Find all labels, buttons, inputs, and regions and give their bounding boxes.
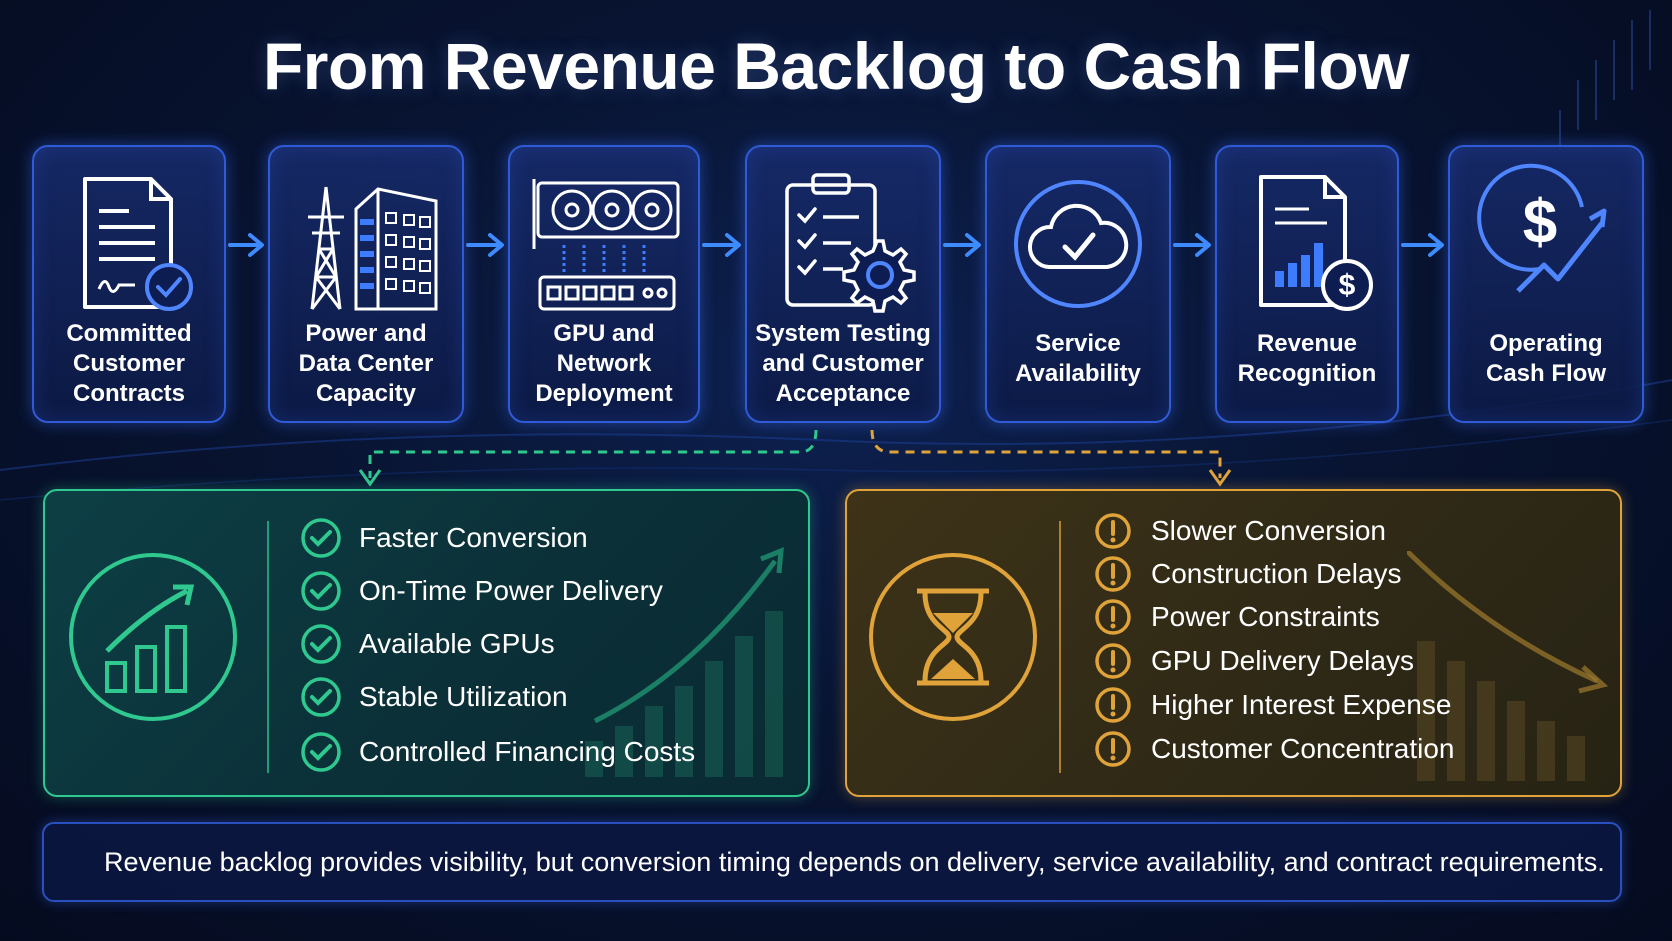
check-circle-icon	[301, 732, 341, 772]
growth-chart-icon	[69, 553, 237, 721]
dollar-growth-icon: $	[1477, 163, 1607, 293]
slower-item: Higher Interest Expense	[1093, 685, 1451, 725]
check-circle-icon	[301, 624, 341, 664]
panel-divider	[267, 521, 269, 773]
svg-text:$: $	[1339, 269, 1356, 302]
faster-item: On-Time Power Delivery	[299, 569, 663, 613]
hourglass-icon	[869, 553, 1037, 721]
warning-circle-icon	[1095, 599, 1131, 635]
warning-circle-icon	[1095, 687, 1131, 723]
background-growth-bars	[585, 547, 784, 777]
warning-circle-icon	[1095, 643, 1131, 679]
power-tower-datacenter-icon	[308, 186, 438, 311]
cloud-check-icon	[1014, 180, 1142, 308]
warning-circle-icon	[1095, 731, 1131, 767]
flow-arrow-icon	[702, 233, 741, 257]
gpu-network-icon	[532, 179, 680, 311]
checklist-gear-icon	[785, 173, 916, 313]
footer-text: Revenue backlog provides visibility, but…	[104, 847, 1605, 877]
check-circle-icon	[301, 571, 341, 611]
flow-arrow-icon	[228, 233, 264, 257]
faster-item: Controlled Financing Costs	[299, 730, 695, 774]
flow-arrow-icon	[943, 233, 981, 257]
flow-arrow-icon	[1173, 233, 1211, 257]
check-circle-icon	[301, 677, 341, 717]
panel-divider	[1059, 521, 1061, 773]
slower-item: Power Constraints	[1093, 597, 1380, 637]
slower-item: Slower Conversion	[1093, 511, 1386, 551]
flow-arrow-icon	[1401, 233, 1444, 257]
warning-circle-icon	[1095, 556, 1131, 592]
faster-item: Available GPUs	[299, 622, 555, 666]
slower-conversion-panel: Slower Conversion Construction Delays Po…	[845, 489, 1622, 797]
slower-item: GPU Delivery Delays	[1093, 641, 1414, 681]
check-circle-icon	[301, 518, 341, 558]
slower-item: Customer Concentration	[1093, 729, 1454, 769]
signed-contract-icon	[83, 177, 193, 311]
footer-note: Revenue backlog provides visibility, but…	[42, 822, 1622, 902]
slower-item: Construction Delays	[1093, 554, 1402, 594]
faster-item: Faster Conversion	[299, 516, 588, 560]
faster-item: Stable Utilization	[299, 675, 568, 719]
background-decline-bars	[1407, 551, 1609, 781]
warning-circle-icon	[1095, 513, 1131, 549]
report-dollar-icon: $	[1259, 175, 1373, 311]
faster-conversion-panel: Faster Conversion On-Time Power Delivery…	[43, 489, 810, 797]
page-title: From Revenue Backlog to Cash Flow	[262, 29, 1410, 103]
svg-text:$: $	[1523, 188, 1557, 257]
flow-arrow-icon	[466, 233, 504, 257]
